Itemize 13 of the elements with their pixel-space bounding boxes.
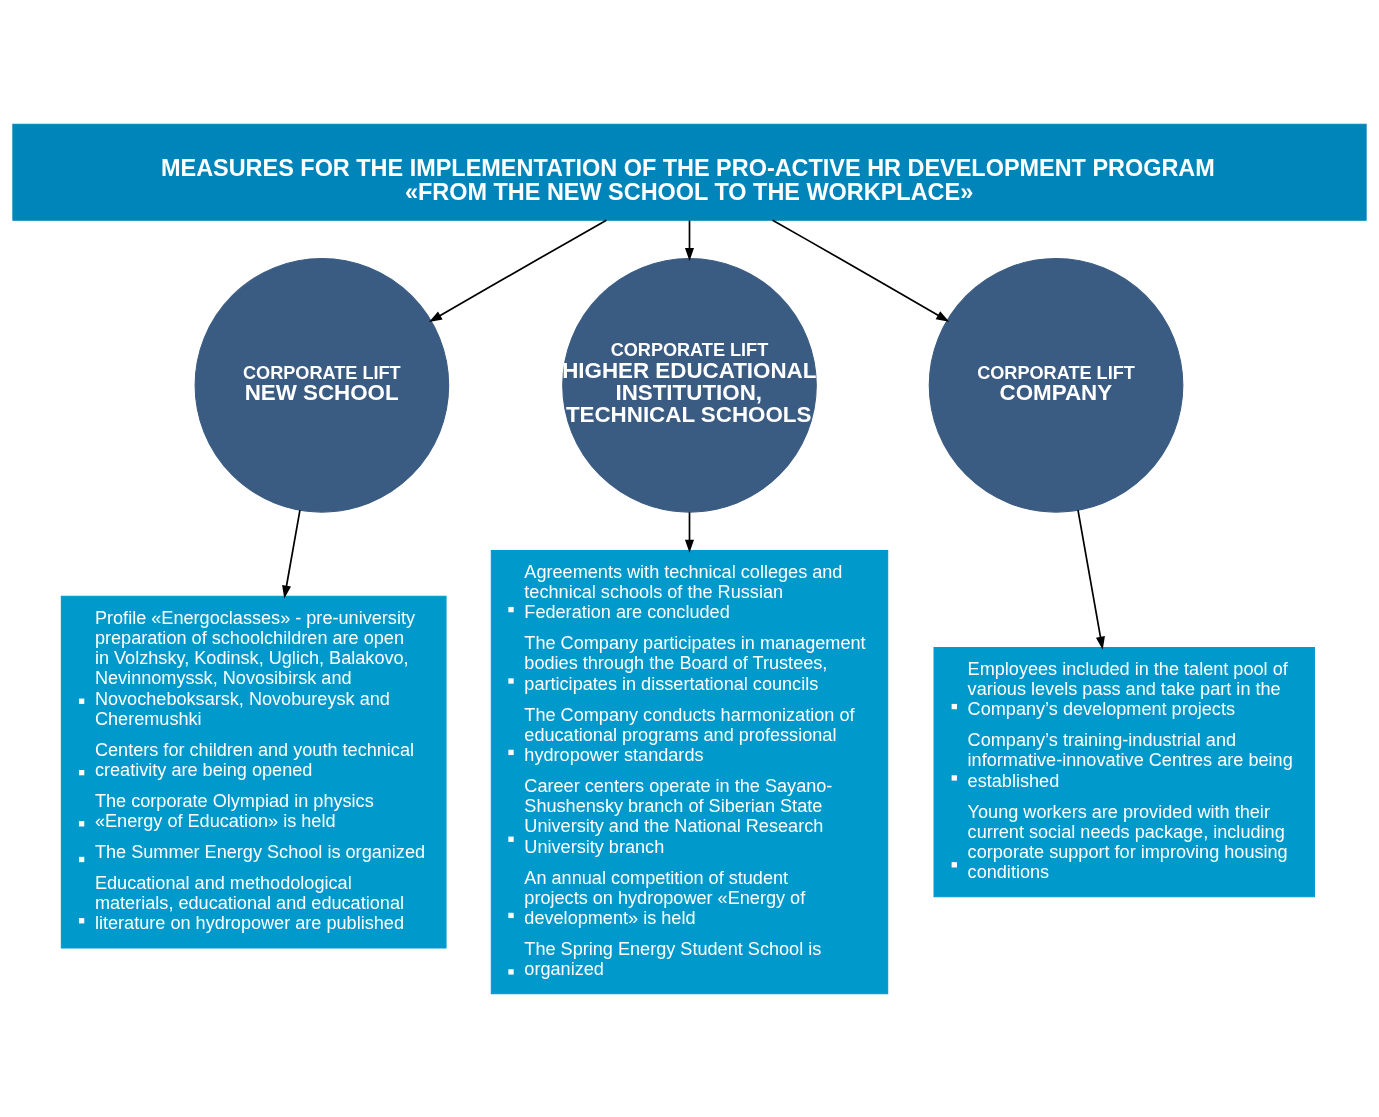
arrow [684, 219, 695, 261]
arrow [684, 510, 695, 553]
node-circle: CORPORATE LIFT COMPANY [928, 257, 1184, 513]
node-box: Profile «Energoclasses» - pre-university preparation of schoolchildren are open in Volzhsky, Kodinsk, Uglich, Balakovo, Nevinnomyssk, Novosibirsk and Novocheboksarsk, Novobureysk and Cheremushki Centers for children and youth technical creativity are being opened The corporate Olympiad in physics «Energy of Education» is held The Summer Energy School is organized Educational and methodological materials, educational and educational literature on hydropower are published [60, 595, 447, 948]
arrow [771, 218, 950, 322]
node-circle: CORPORATE LIFT HIGHER EDUCATIONAL INSTITUTION, TECHNICAL SCHOOLS [562, 257, 817, 513]
arrow [282, 508, 301, 598]
node-box: Agreements with technical colleges and technical schools of the Russian Federation are concluded The Company participates in management bodies through the Board of Trustees, participates in dissertational councils The Company conducts harmonization of educational programs and professional hydropower standards Career centers operate in the Sayano- Shushensky branch of Siberian State University and the National Research University branch An annual competition of student projects on hydropower «Energy of development» is held The Spring Energy Student School is organized [490, 549, 889, 994]
arrow [429, 218, 608, 322]
node-circle: CORPORATE LIFT NEW SCHOOL [194, 257, 450, 513]
arrow [1077, 508, 1105, 650]
node-box: Employees included in the talent pool of various levels pass and take part in the Company’s development projects Company’s training-industrial and informative-innovative Centres are being established Young workers are provided with their current social needs package, including corporate support for improving housing conditions [933, 646, 1315, 897]
node-box: MEASURES FOR THE IMPLEMENTATION OF THE PRO-ACTIVE HR DEVELOPMENT PROGRAM «FROM THE NEW SCHOOL TO THE WORKPLACE» [12, 123, 1367, 221]
